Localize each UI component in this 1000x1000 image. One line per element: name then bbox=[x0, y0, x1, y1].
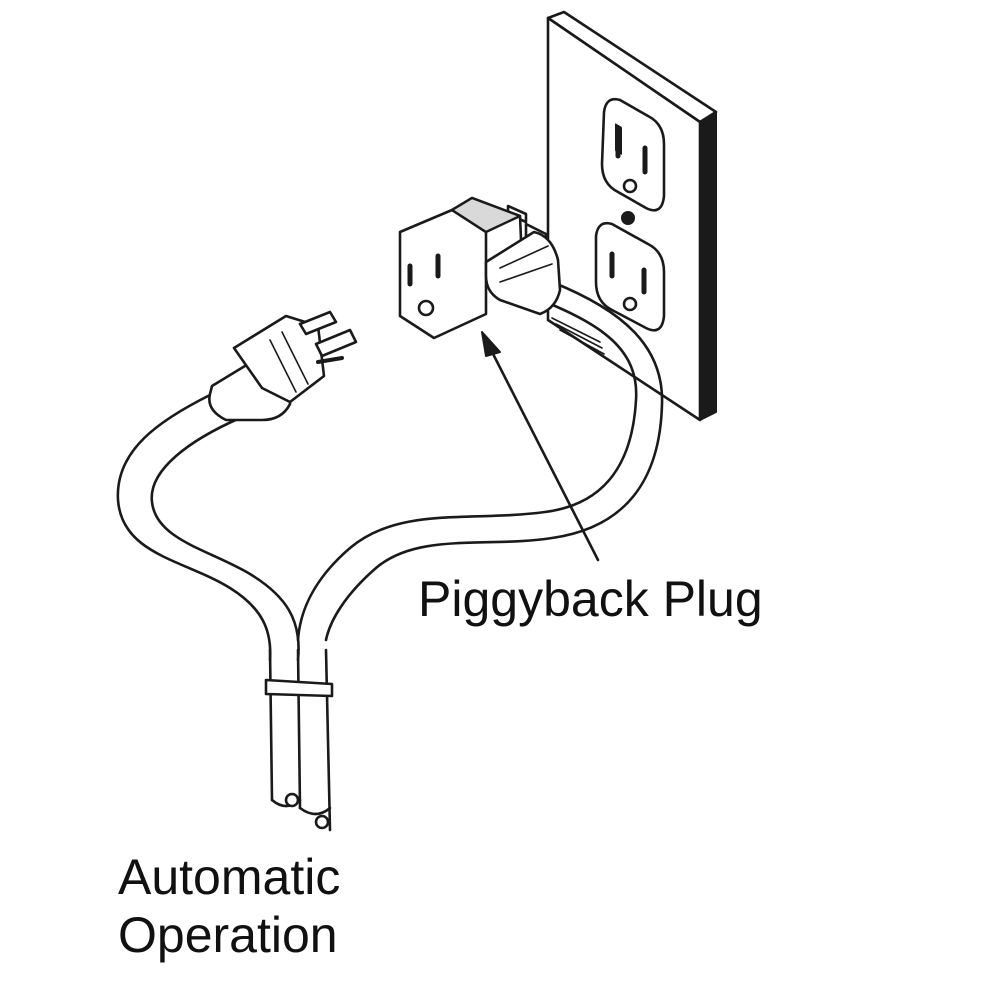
automatic-operation-line2: Operation bbox=[118, 907, 338, 963]
piggyback-adapter bbox=[398, 196, 562, 340]
wall-plate-side bbox=[699, 111, 717, 421]
male-plug bbox=[208, 310, 358, 422]
automatic-operation-label: Automatic Operation bbox=[118, 848, 340, 964]
receptacle-upper bbox=[600, 97, 666, 212]
plate-screw bbox=[621, 211, 635, 225]
cord-bundle bbox=[264, 648, 334, 832]
receptacle-lower bbox=[594, 221, 666, 332]
automatic-operation-line1: Automatic bbox=[118, 849, 341, 905]
pointer-arrow bbox=[481, 331, 600, 562]
piggyback-cord bbox=[296, 280, 664, 642]
main-cord bbox=[116, 393, 300, 662]
wall-outlet bbox=[546, 10, 718, 422]
piggyback-plug-label: Piggyback Plug bbox=[418, 571, 763, 627]
